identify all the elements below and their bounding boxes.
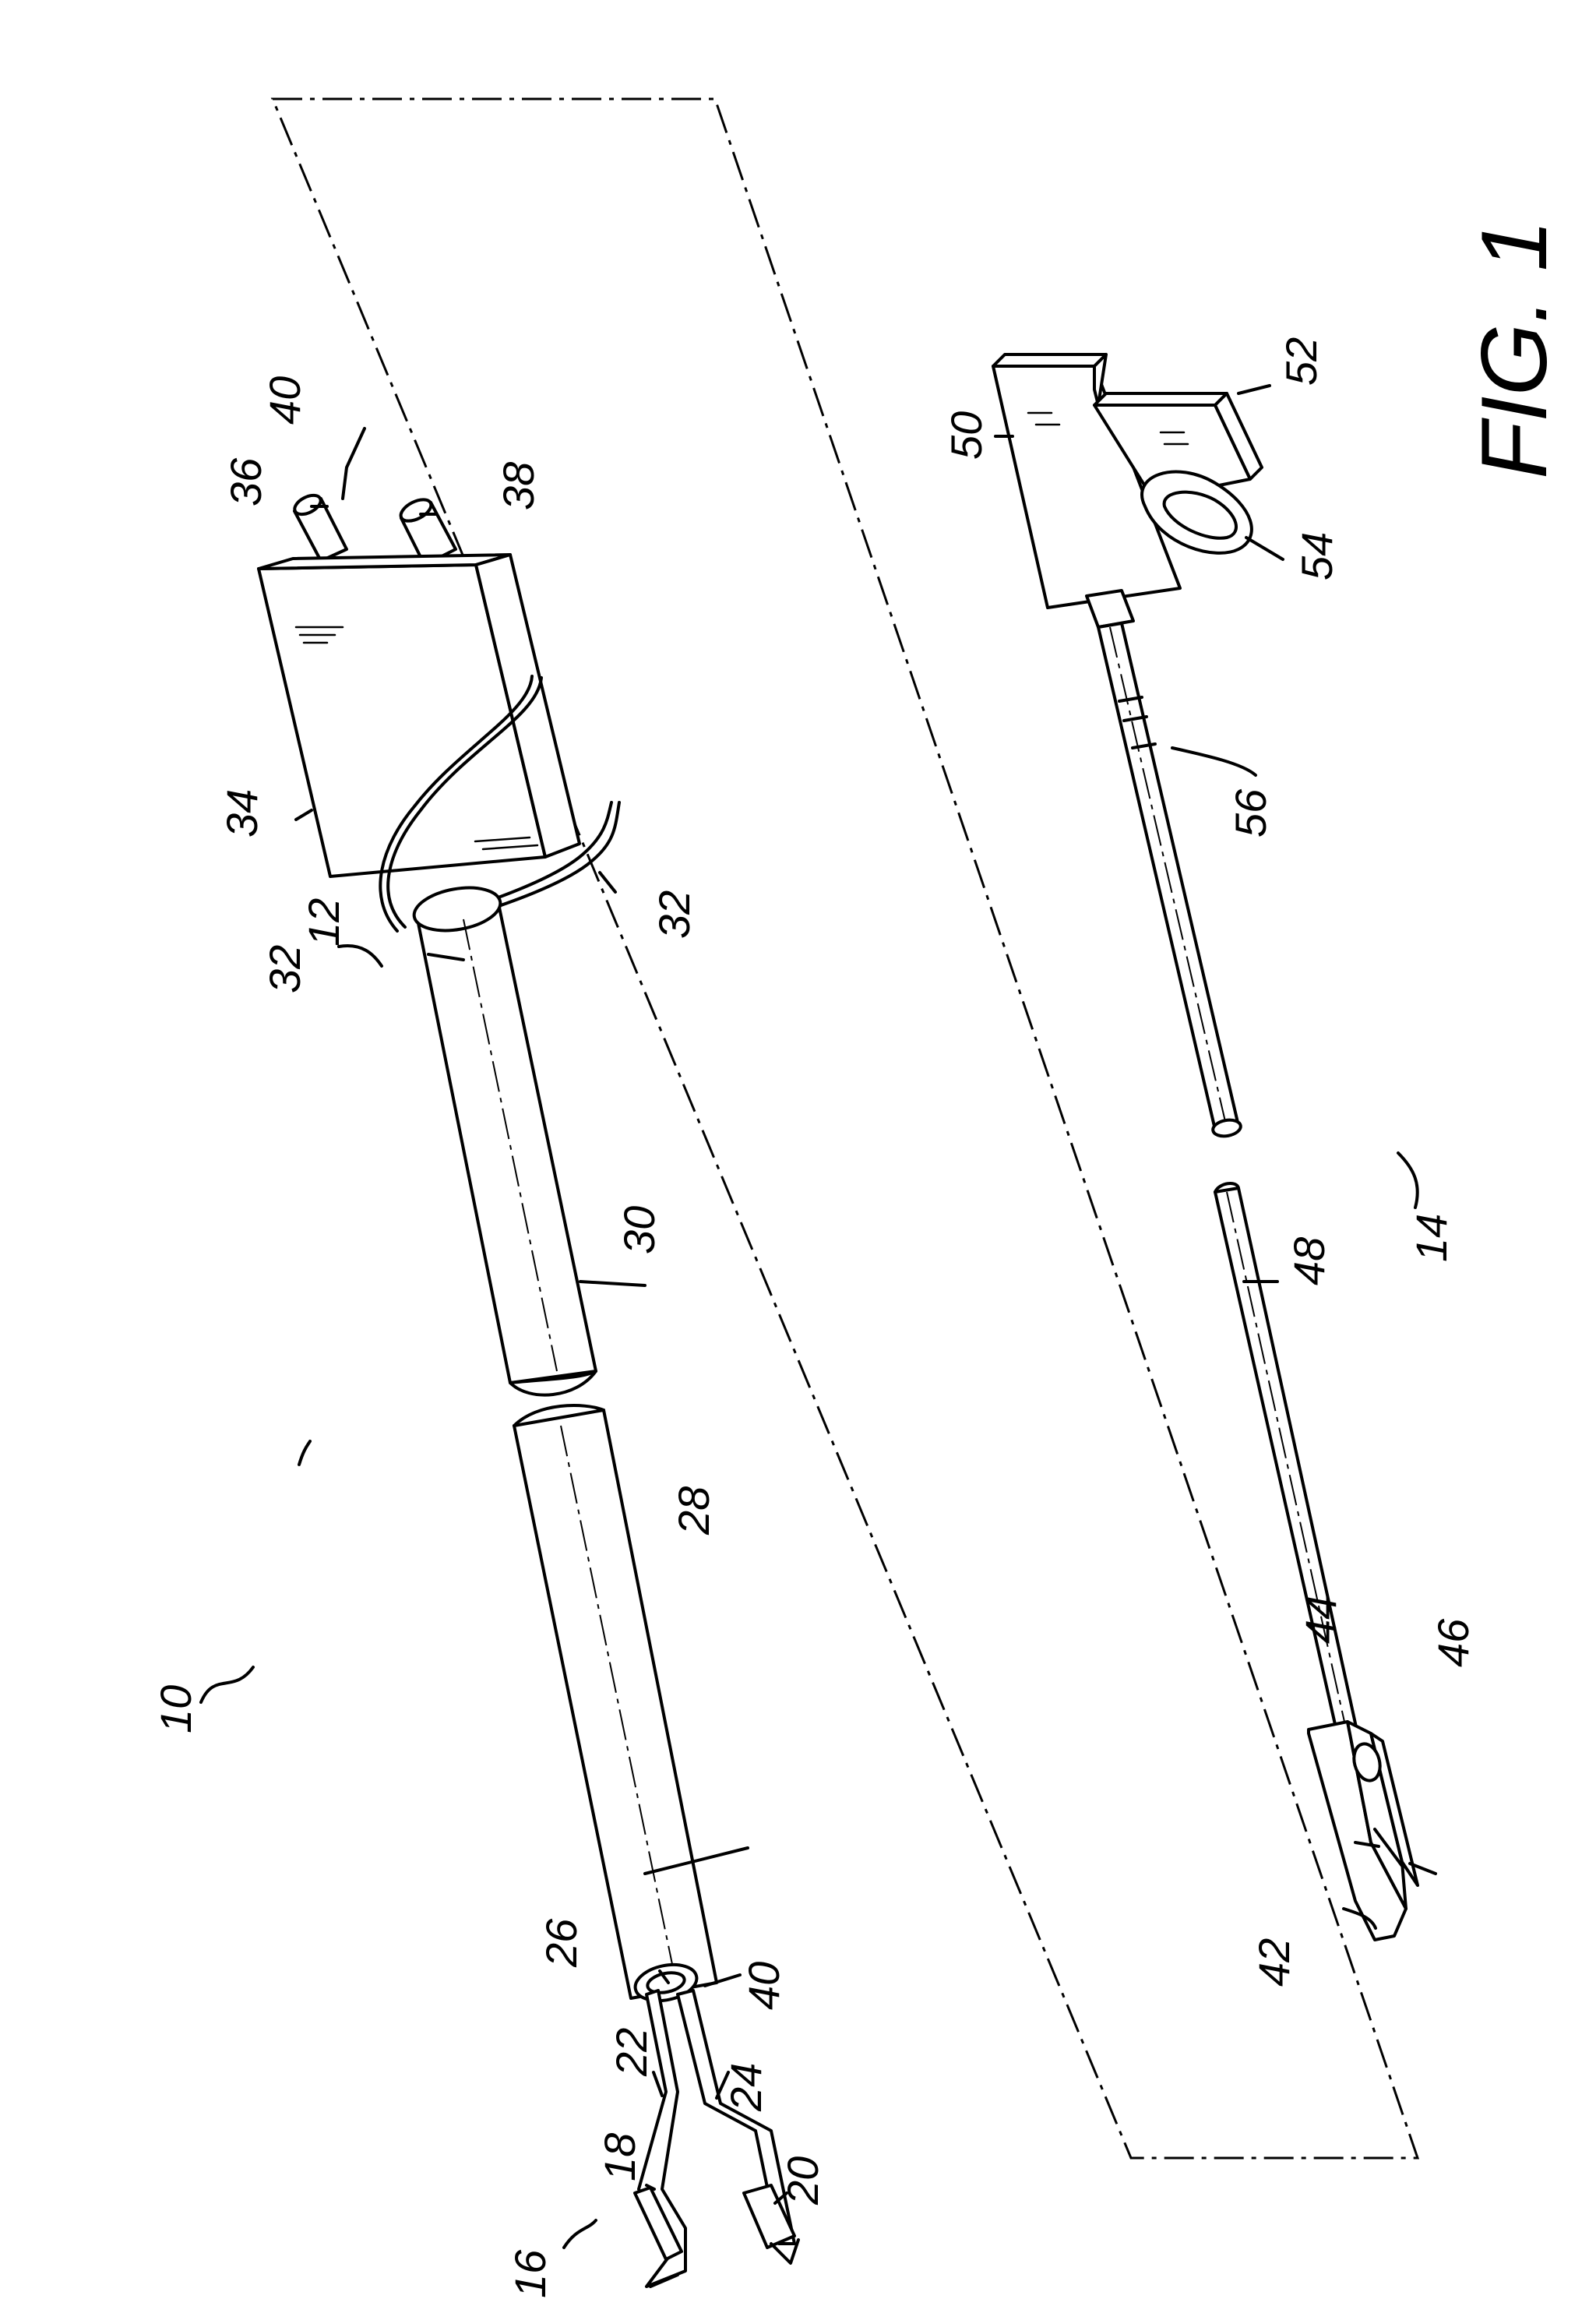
label-40-top: 40: [260, 376, 309, 425]
label-54: 54: [1292, 532, 1341, 580]
rod-36: [291, 492, 347, 561]
label-28: 28: [669, 1486, 718, 1536]
device-12: [259, 492, 798, 2287]
label-12: 12: [299, 898, 348, 947]
label-26: 26: [537, 1918, 586, 1968]
label-22: 22: [607, 2028, 656, 2077]
label-16: 16: [506, 2249, 555, 2298]
housing-34: [259, 555, 580, 876]
label-48: 48: [1284, 1237, 1334, 1285]
construction-plane-outline: [273, 99, 1418, 2158]
label-24: 24: [721, 2063, 770, 2112]
label-18: 18: [595, 2133, 644, 2181]
labels: 10 12 14 16 18 20 22 24 26 28 30 32 32 3…: [151, 220, 1566, 2298]
label-32-left: 32: [260, 945, 309, 993]
label-14: 14: [1407, 1214, 1456, 1262]
label-52: 52: [1277, 337, 1326, 386]
label-46: 46: [1429, 1618, 1478, 1667]
label-32-right: 32: [650, 890, 699, 939]
handle-50: [993, 354, 1262, 608]
label-30: 30: [615, 1206, 664, 1254]
label-36: 36: [221, 457, 270, 506]
jaw-arm-24: [678, 1990, 798, 2263]
label-42: 42: [1249, 1938, 1298, 1987]
figure-title: FIG. 1: [1462, 220, 1566, 479]
label-34: 34: [217, 789, 266, 837]
label-50: 50: [942, 411, 991, 460]
label-20: 20: [778, 2156, 827, 2206]
label-56: 56: [1226, 788, 1275, 837]
tip-42: [1309, 1722, 1418, 1940]
label-40-bottom: 40: [739, 1962, 788, 2010]
shaft-56: [1098, 623, 1242, 1138]
label-44: 44: [1296, 1596, 1345, 1644]
device-14: [993, 354, 1418, 1940]
tube-30: [410, 882, 596, 1395]
label-38: 38: [494, 462, 543, 510]
label-10: 10: [151, 1685, 200, 1733]
